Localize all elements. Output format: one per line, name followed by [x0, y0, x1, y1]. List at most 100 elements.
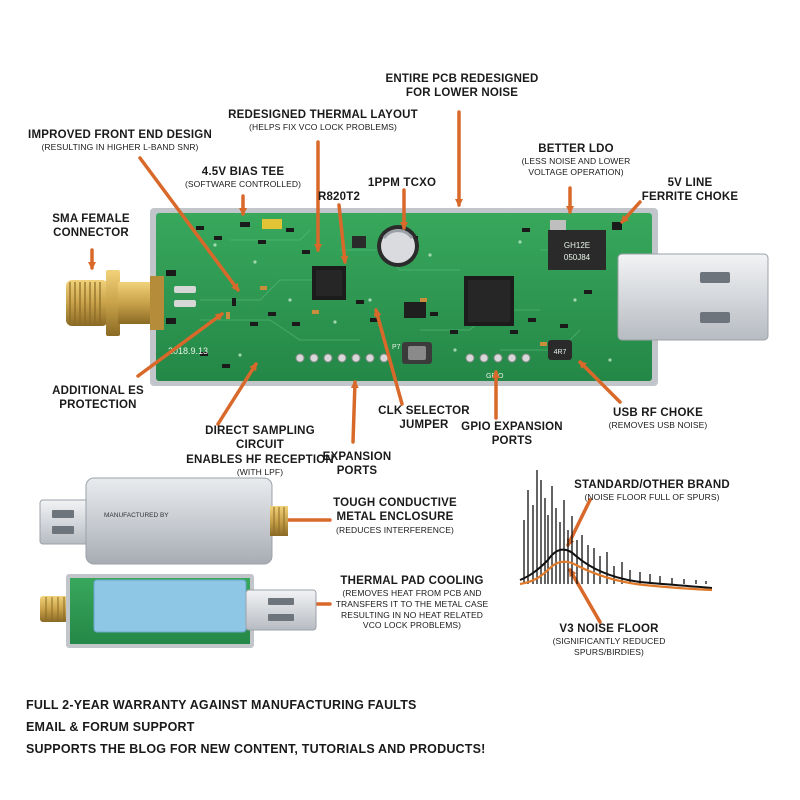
callout-esd-title-2: PROTECTION	[59, 399, 137, 412]
callout-thermal-pad-sub-4: VCO LOCK PROBLEMS)	[362, 620, 462, 631]
callout-arrows	[88, 110, 642, 624]
callout-thermal-pad: THERMAL PAD COOLING (REMOVES HEAT FROM P…	[322, 574, 502, 631]
callout-pcb-redesign-title-1: ENTIRE PCB REDESIGNED	[385, 73, 539, 85]
callout-thermal-layout-title: REDESIGNED THERMAL LAYOUT	[228, 109, 418, 121]
callout-esd-title-1: ADDITIONAL ES	[52, 385, 144, 397]
pcb-board	[156, 213, 652, 381]
callout-usb-choke-title: USB RF CHOKE	[613, 407, 703, 419]
ldo-marking-line1: GH12E	[564, 241, 590, 250]
tcxo-chip	[352, 236, 366, 248]
callout-thermal-layout: REDESIGNED THERMAL LAYOUT (HELPS FIX VCO…	[228, 108, 418, 133]
callout-sma: SMA FEMALE CONNECTOR	[36, 212, 146, 241]
callout-ldo-title: BETTER LDO	[538, 143, 614, 155]
callout-enclosure: TOUGH CONDUCTIVE METAL ENCLOSURE (REDUCE…	[330, 496, 460, 535]
pcb-traces	[200, 229, 600, 351]
callout-bias-tee: 4.5V BIAS TEE (SOFTWARE CONTROLLED)	[176, 165, 310, 190]
callout-enclosure-title-1: TOUGH CONDUCTIVE	[333, 497, 457, 509]
clk-selector-jumper	[402, 342, 432, 364]
callout-expansion-title-2: PORTS	[336, 465, 378, 478]
electrolytic-capacitor	[377, 225, 419, 267]
v3-noise-curve	[519, 560, 713, 592]
callout-ldo-sub-1: (LESS NOISE AND LOWER	[521, 156, 631, 167]
callout-v3-floor: V3 NOISE FLOOR (SIGNIFICANTLY REDUCED SP…	[544, 622, 674, 658]
callout-bias-tee-sub: (SOFTWARE CONTROLLED)	[184, 179, 302, 190]
callout-tcxo-title: 1PPM TCXO	[367, 177, 437, 189]
pcb-passives	[196, 222, 592, 368]
footer: FULL 2-YEAR WARRANTY AGAINST MANUFACTURI…	[26, 694, 486, 760]
pcb-header-print: P7	[392, 344, 401, 351]
demodulator-chip	[464, 276, 514, 326]
footer-warranty: FULL 2-YEAR WARRANTY AGAINST MANUFACTURI…	[26, 698, 417, 712]
footer-blog: SUPPORTS THE BLOG FOR NEW CONTENT, TUTOR…	[26, 742, 486, 756]
callout-tcxo: 1PPM TCXO	[360, 176, 444, 190]
callout-front-end-title: IMPROVED FRONT END DESIGN	[28, 129, 212, 141]
footer-support: EMAIL & FORUM SUPPORT	[26, 720, 195, 734]
callout-ferrite-title-1: 5V LINE	[667, 177, 713, 189]
callout-bias-tee-title: 4.5V BIAS TEE	[201, 166, 285, 178]
esd-parts	[166, 270, 196, 324]
callout-pcb-redesign-title-2: FOR LOWER NOISE	[405, 87, 519, 100]
callout-ldo: BETTER LDO (LESS NOISE AND LOWER VOLTAGE…	[506, 142, 646, 178]
callout-thermal-pad-sub-1: (REMOVES HEAT FROM PCB AND	[342, 588, 482, 599]
small-ic	[404, 302, 426, 318]
callout-r820t2-title: R820T2	[317, 191, 361, 203]
enclosure-print: MANUFACTURED BY	[104, 512, 169, 519]
standard-noise-curve	[519, 548, 713, 589]
callout-thermal-pad-sub-3: RESULTING IN NO HEAT RELATED	[341, 609, 483, 620]
callout-thermal-layout-sub: (HELPS FIX VCO LOCK PROBLEMS)	[249, 122, 397, 133]
callout-ferrite-title-2: FERRITE CHOKE	[641, 191, 739, 204]
callout-direct-sampling: DIRECT SAMPLING CIRCUIT ENABLES HF RECEP…	[180, 424, 340, 478]
callout-sma-title-2: CONNECTOR	[53, 227, 129, 240]
callout-enclosure-title-2: METAL ENCLOSURE	[336, 511, 454, 524]
callout-gpio: GPIO EXPANSION PORTS	[452, 420, 572, 449]
callout-direct-sampling-sub: (WITH LPF)	[236, 467, 284, 478]
ferrite-bead	[612, 222, 622, 230]
sma-connector	[66, 270, 164, 336]
usb-rf-choke: 4R7	[548, 340, 572, 360]
callout-pcb-redesign: ENTIRE PCB REDESIGNED FOR LOWER NOISE	[382, 72, 542, 101]
bias-tee-inductor	[262, 219, 282, 229]
callout-standard: STANDARD/OTHER BRAND (NOISE FLOOR FULL O…	[566, 478, 738, 503]
ldo-marking-line2: 050J84	[564, 253, 591, 262]
ldo-regulator: GH12E 050J84	[548, 220, 606, 270]
callout-esd: ADDITIONAL ES PROTECTION	[46, 384, 150, 413]
callout-clk-selector-title-2: JUMPER	[399, 419, 449, 432]
callout-standard-sub: (NOISE FLOOR FULL OF SPURS)	[584, 492, 720, 503]
callout-sma-title-1: SMA FEMALE	[52, 213, 130, 225]
main-pcb: GH12E 050J84 4R7	[66, 208, 769, 386]
thermal-pad-product	[40, 574, 317, 648]
callout-gpio-title-2: PORTS	[491, 435, 533, 448]
callout-v3-floor-title: V3 NOISE FLOOR	[559, 623, 659, 635]
callout-thermal-pad-title: THERMAL PAD COOLING	[340, 575, 484, 587]
callout-enclosure-sub: (REDUCES INTERFERENCE)	[336, 524, 454, 535]
callout-v3-floor-sub-1: (SIGNIFICANTLY REDUCED	[552, 636, 666, 647]
callout-expansion-title-1: EXPANSION	[322, 451, 392, 463]
callout-usb-choke-sub: (REMOVES USB NOISE)	[608, 420, 708, 431]
callout-front-end-sub: (RESULTING IN HIGHER L-BAND SNR)	[41, 142, 199, 153]
callout-direct-sampling-title-2: ENABLES HF RECEPTION	[186, 453, 334, 466]
callout-standard-title: STANDARD/OTHER BRAND	[574, 479, 730, 491]
callout-thermal-pad-sub-2: TRANSFERS IT TO THE METAL CASE	[335, 599, 489, 609]
expansion-header-pads	[295, 353, 389, 363]
pcb-vias	[213, 240, 612, 362]
callout-r820t2: R820T2	[306, 190, 372, 204]
enclosure-product: MANUFACTURED BY	[39, 477, 288, 565]
callout-ferrite: 5V LINE FERRITE CHOKE	[640, 176, 740, 205]
pcb-date-print: 2018.9.13	[168, 346, 208, 356]
choke-marking: 4R7	[554, 349, 567, 356]
callout-direct-sampling-title-1: DIRECT SAMPLING CIRCUIT	[205, 425, 315, 452]
r820t2-chip	[312, 266, 346, 300]
gpio-header-pads	[465, 353, 531, 363]
callout-clk-selector: CLK SELECTOR JUMPER	[372, 404, 476, 433]
callout-ldo-sub-2: VOLTAGE OPERATION)	[528, 167, 624, 177]
callout-clk-selector-title-1: CLK SELECTOR	[378, 405, 470, 417]
callout-v3-floor-sub-2: SPURS/BIRDIES)	[574, 647, 644, 657]
callout-expansion: EXPANSION PORTS	[312, 450, 402, 479]
callout-usb-choke: USB RF CHOKE (REMOVES USB NOISE)	[598, 406, 718, 431]
callout-gpio-title-1: GPIO EXPANSION	[461, 421, 563, 433]
noise-spectrum	[519, 470, 713, 592]
usb-plug	[617, 253, 769, 341]
callout-front-end: IMPROVED FRONT END DESIGN (RESULTING IN …	[22, 128, 218, 153]
